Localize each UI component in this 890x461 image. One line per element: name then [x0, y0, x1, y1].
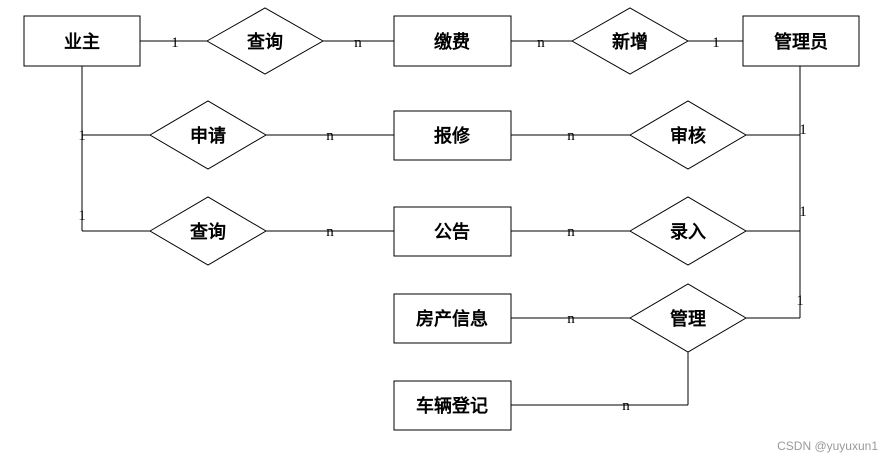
card-house-manage: n — [567, 311, 575, 327]
rel-add: 新增 — [570, 7, 690, 75]
rel-query-notice: 查询 — [149, 196, 267, 266]
entity-fee: 缴费 — [393, 15, 512, 67]
entity-house: 房产信息 — [393, 293, 512, 344]
rel-entry: 录入 — [629, 196, 747, 266]
entity-notice-label: 公告 — [434, 221, 470, 243]
rel-query-fee-label: 查询 — [247, 31, 283, 53]
card-entry-admin: 1 — [799, 204, 807, 220]
rel-entry-label: 录入 — [670, 222, 706, 243]
rel-apply: 申请 — [149, 100, 267, 170]
card-owner-query: 1 — [171, 35, 179, 51]
card-vehicle-manage: n — [622, 398, 630, 414]
entity-owner: 业主 — [23, 15, 141, 67]
card-query2-notice: n — [326, 224, 334, 240]
rel-add-label: 新增 — [612, 31, 648, 53]
card-fee-add: n — [537, 35, 545, 51]
card-repair-review: n — [567, 128, 575, 144]
rel-query-fee: 查询 — [205, 7, 325, 75]
rel-review-label: 审核 — [670, 125, 706, 147]
cardinality-labels: 1 n n 1 1 n n 1 1 n n 1 n 1 n — [78, 35, 807, 414]
diagram-edges — [81, 40, 801, 406]
card-review-admin: 1 — [799, 122, 807, 138]
card-notice-entry: n — [567, 224, 575, 240]
rel-manage-label: 管理 — [670, 308, 706, 330]
entity-repair: 报修 — [393, 110, 512, 161]
card-apply-repair: n — [326, 128, 334, 144]
entity-house-label: 房产信息 — [416, 308, 488, 330]
entity-repair-label: 报修 — [434, 125, 471, 147]
entity-vehicle-label: 车辆登记 — [416, 395, 488, 417]
rel-review: 审核 — [629, 100, 747, 170]
entity-fee-label: 缴费 — [434, 31, 470, 53]
entity-notice: 公告 — [393, 206, 512, 257]
entity-owner-label: 业主 — [64, 31, 100, 53]
card-owner-query2: 1 — [78, 208, 86, 224]
rel-manage: 管理 — [629, 283, 747, 353]
card-manage-admin: 1 — [796, 293, 804, 309]
card-query-fee: n — [354, 35, 362, 51]
entity-admin-label: 管理员 — [774, 31, 828, 53]
rel-apply-label: 申请 — [190, 125, 226, 147]
entity-vehicle: 车辆登记 — [393, 380, 512, 431]
card-owner-apply: 1 — [78, 128, 86, 144]
rel-query-notice-label: 查询 — [190, 221, 226, 243]
entity-admin: 管理员 — [742, 15, 860, 67]
card-add-admin: 1 — [712, 35, 720, 51]
watermark: CSDN @yuyuxun1 — [777, 439, 878, 453]
